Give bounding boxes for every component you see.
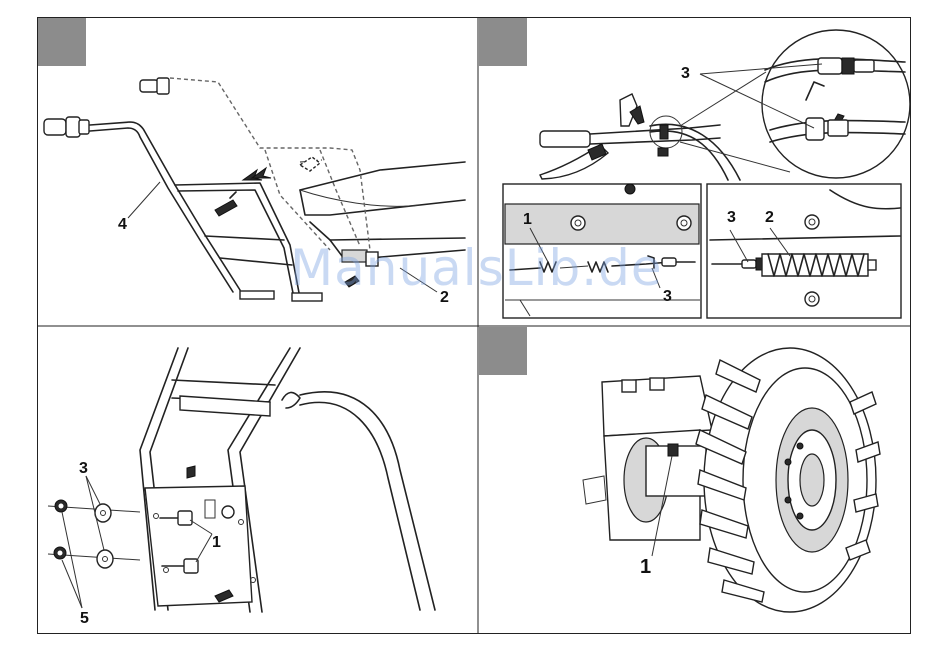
callout-cable-3-top: 3 <box>681 66 690 82</box>
handle-mounting-drawing <box>48 348 435 612</box>
step-marker-3 <box>479 327 527 375</box>
callout-cable-3-left: 3 <box>663 289 672 305</box>
callout-cable-2: 2 <box>765 210 774 226</box>
callout-mount-1: 1 <box>212 535 221 551</box>
step-marker-2 <box>479 18 527 66</box>
watermark: ManualsLib.de <box>290 243 663 293</box>
callout-cable-3-right: 3 <box>727 210 736 226</box>
wheel-mounting-drawing <box>583 348 880 612</box>
step-marker-1 <box>38 18 86 66</box>
callout-mount-5: 5 <box>80 611 89 627</box>
callout-wheel-1: 1 <box>640 557 651 577</box>
callout-cable-1: 1 <box>523 212 532 228</box>
callout-mount-3: 3 <box>79 461 88 477</box>
callout-handle-4: 4 <box>118 217 127 233</box>
